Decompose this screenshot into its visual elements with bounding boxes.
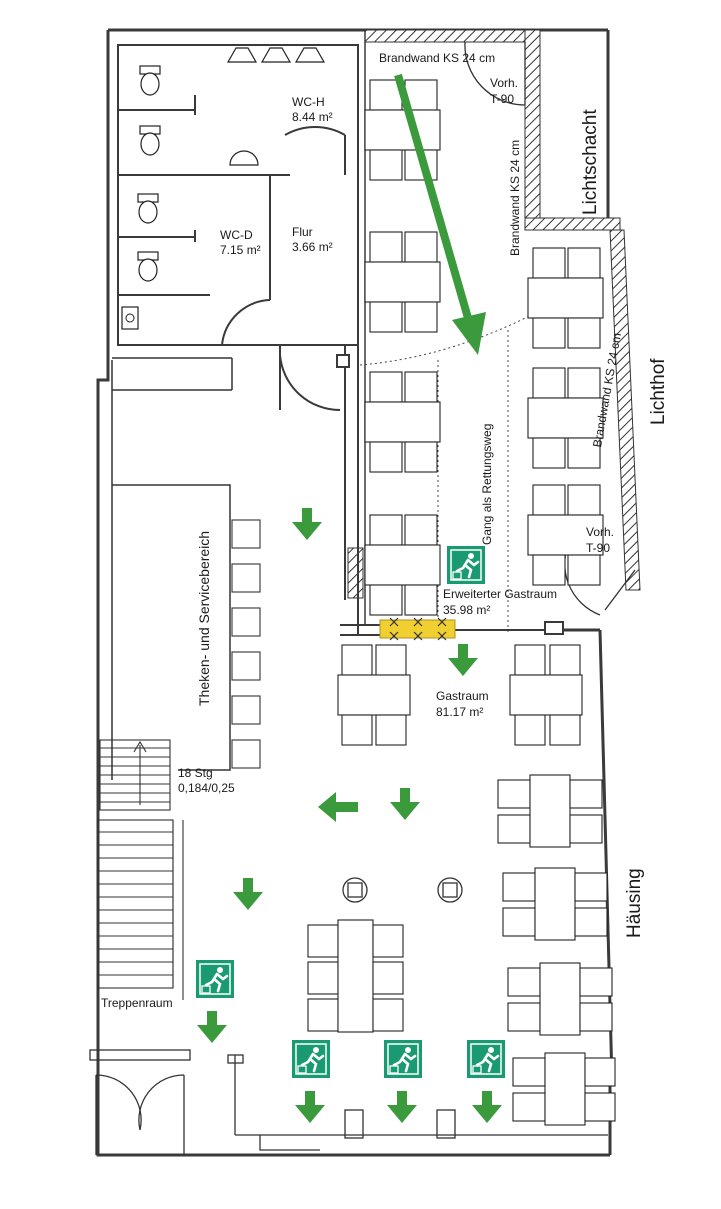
wc-h-name: WC-H	[292, 95, 325, 109]
escape-route-arrow-icon	[197, 1011, 227, 1043]
gastraum-area: 81.17 m²	[436, 705, 484, 719]
flur-name: Flur	[292, 225, 313, 239]
tables-erweitert	[364, 79, 604, 616]
escape-route-arrow-icon	[295, 1091, 325, 1123]
brandwand-mid-label: Brandwand KS 24 cm	[508, 139, 522, 256]
escape-route-arrow-icon	[233, 878, 263, 910]
t90-top-label: T-90	[490, 92, 515, 106]
outer-walls	[96, 28, 612, 1157]
staircase	[97, 739, 184, 1000]
fire-door-marker	[379, 617, 456, 641]
wc-walls	[117, 44, 359, 412]
bar-counter	[111, 357, 261, 780]
fire-walls	[347, 29, 641, 599]
tables-gastraum	[307, 644, 616, 1126]
erweiterter-gastraum-name: Erweiterter Gastraum	[443, 587, 558, 601]
lichthof-label: Lichthof	[648, 358, 669, 425]
escape-route-arrows	[197, 508, 502, 1123]
escape-route-arrow-icon	[472, 1091, 502, 1123]
emergency-exit-icon	[445, 544, 487, 586]
wc-d-name: WC-D	[220, 228, 253, 242]
vorh-top-label: Vorh.	[490, 76, 519, 90]
haeusing-label: Häusing	[624, 868, 645, 938]
theke-label: Theken- und Servicebereich	[196, 530, 212, 706]
escape-route-arrow-icon	[448, 644, 478, 676]
stairs-dim-label: 0,184/0,25	[178, 781, 235, 795]
columns	[342, 877, 463, 903]
toilets	[121, 47, 326, 330]
wc-d-area: 7.15 m²	[220, 243, 261, 257]
emergency-exit-icon	[194, 958, 236, 1000]
escape-route-arrow-icon	[292, 508, 322, 540]
escape-route-arrow-icon	[387, 1091, 417, 1123]
rettungsweg-label: Gang als Rettungsweg	[480, 423, 494, 545]
emergency-exit-icon	[465, 1038, 507, 1080]
flur-area: 3.66 m²	[292, 240, 333, 254]
t90-right-label: T-90	[586, 541, 611, 555]
gastraum-name: Gastraum	[436, 689, 489, 703]
erweiterter-gastraum-area: 35.98 m²	[443, 603, 491, 617]
brandwand-top-label: Brandwand KS 24 cm	[379, 51, 496, 65]
escape-route-arrow-icon	[394, 73, 486, 355]
wc-h-area: 8.44 m²	[292, 110, 333, 124]
emergency-exit-icon	[382, 1038, 424, 1080]
stairs-count-label: 18 Stg	[178, 766, 213, 780]
entrance-doors	[89, 1049, 608, 1155]
emergency-exit-icon	[290, 1038, 332, 1080]
escape-route-arrow-icon	[390, 788, 420, 820]
treppenraum-label: Treppenraum	[101, 996, 173, 1010]
vorh-right-label: Vorh.	[586, 525, 615, 539]
lichtschacht-label: Lichtschacht	[580, 109, 601, 215]
